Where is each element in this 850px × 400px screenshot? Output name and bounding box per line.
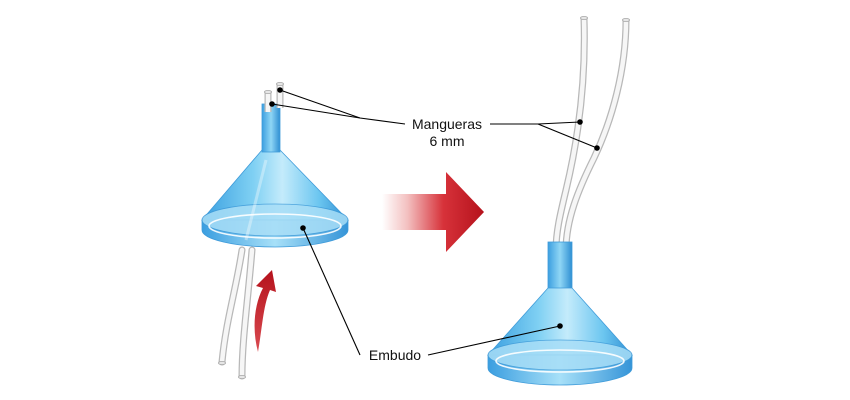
left-hoses-lower	[217, 246, 256, 380]
funnel-leaders	[300, 225, 563, 356]
funnel-label: Embudo	[369, 347, 421, 363]
right-hoses	[552, 15, 631, 251]
hoses-leaders	[269, 87, 600, 151]
right-arrow-icon	[382, 172, 484, 252]
hoses-size-label: 6 mm	[430, 133, 465, 149]
curved-up-arrow-icon	[254, 270, 276, 352]
left-funnel-icon	[201, 82, 349, 380]
right-funnel-icon	[487, 15, 633, 386]
hoses-label: Mangueras	[412, 116, 482, 132]
